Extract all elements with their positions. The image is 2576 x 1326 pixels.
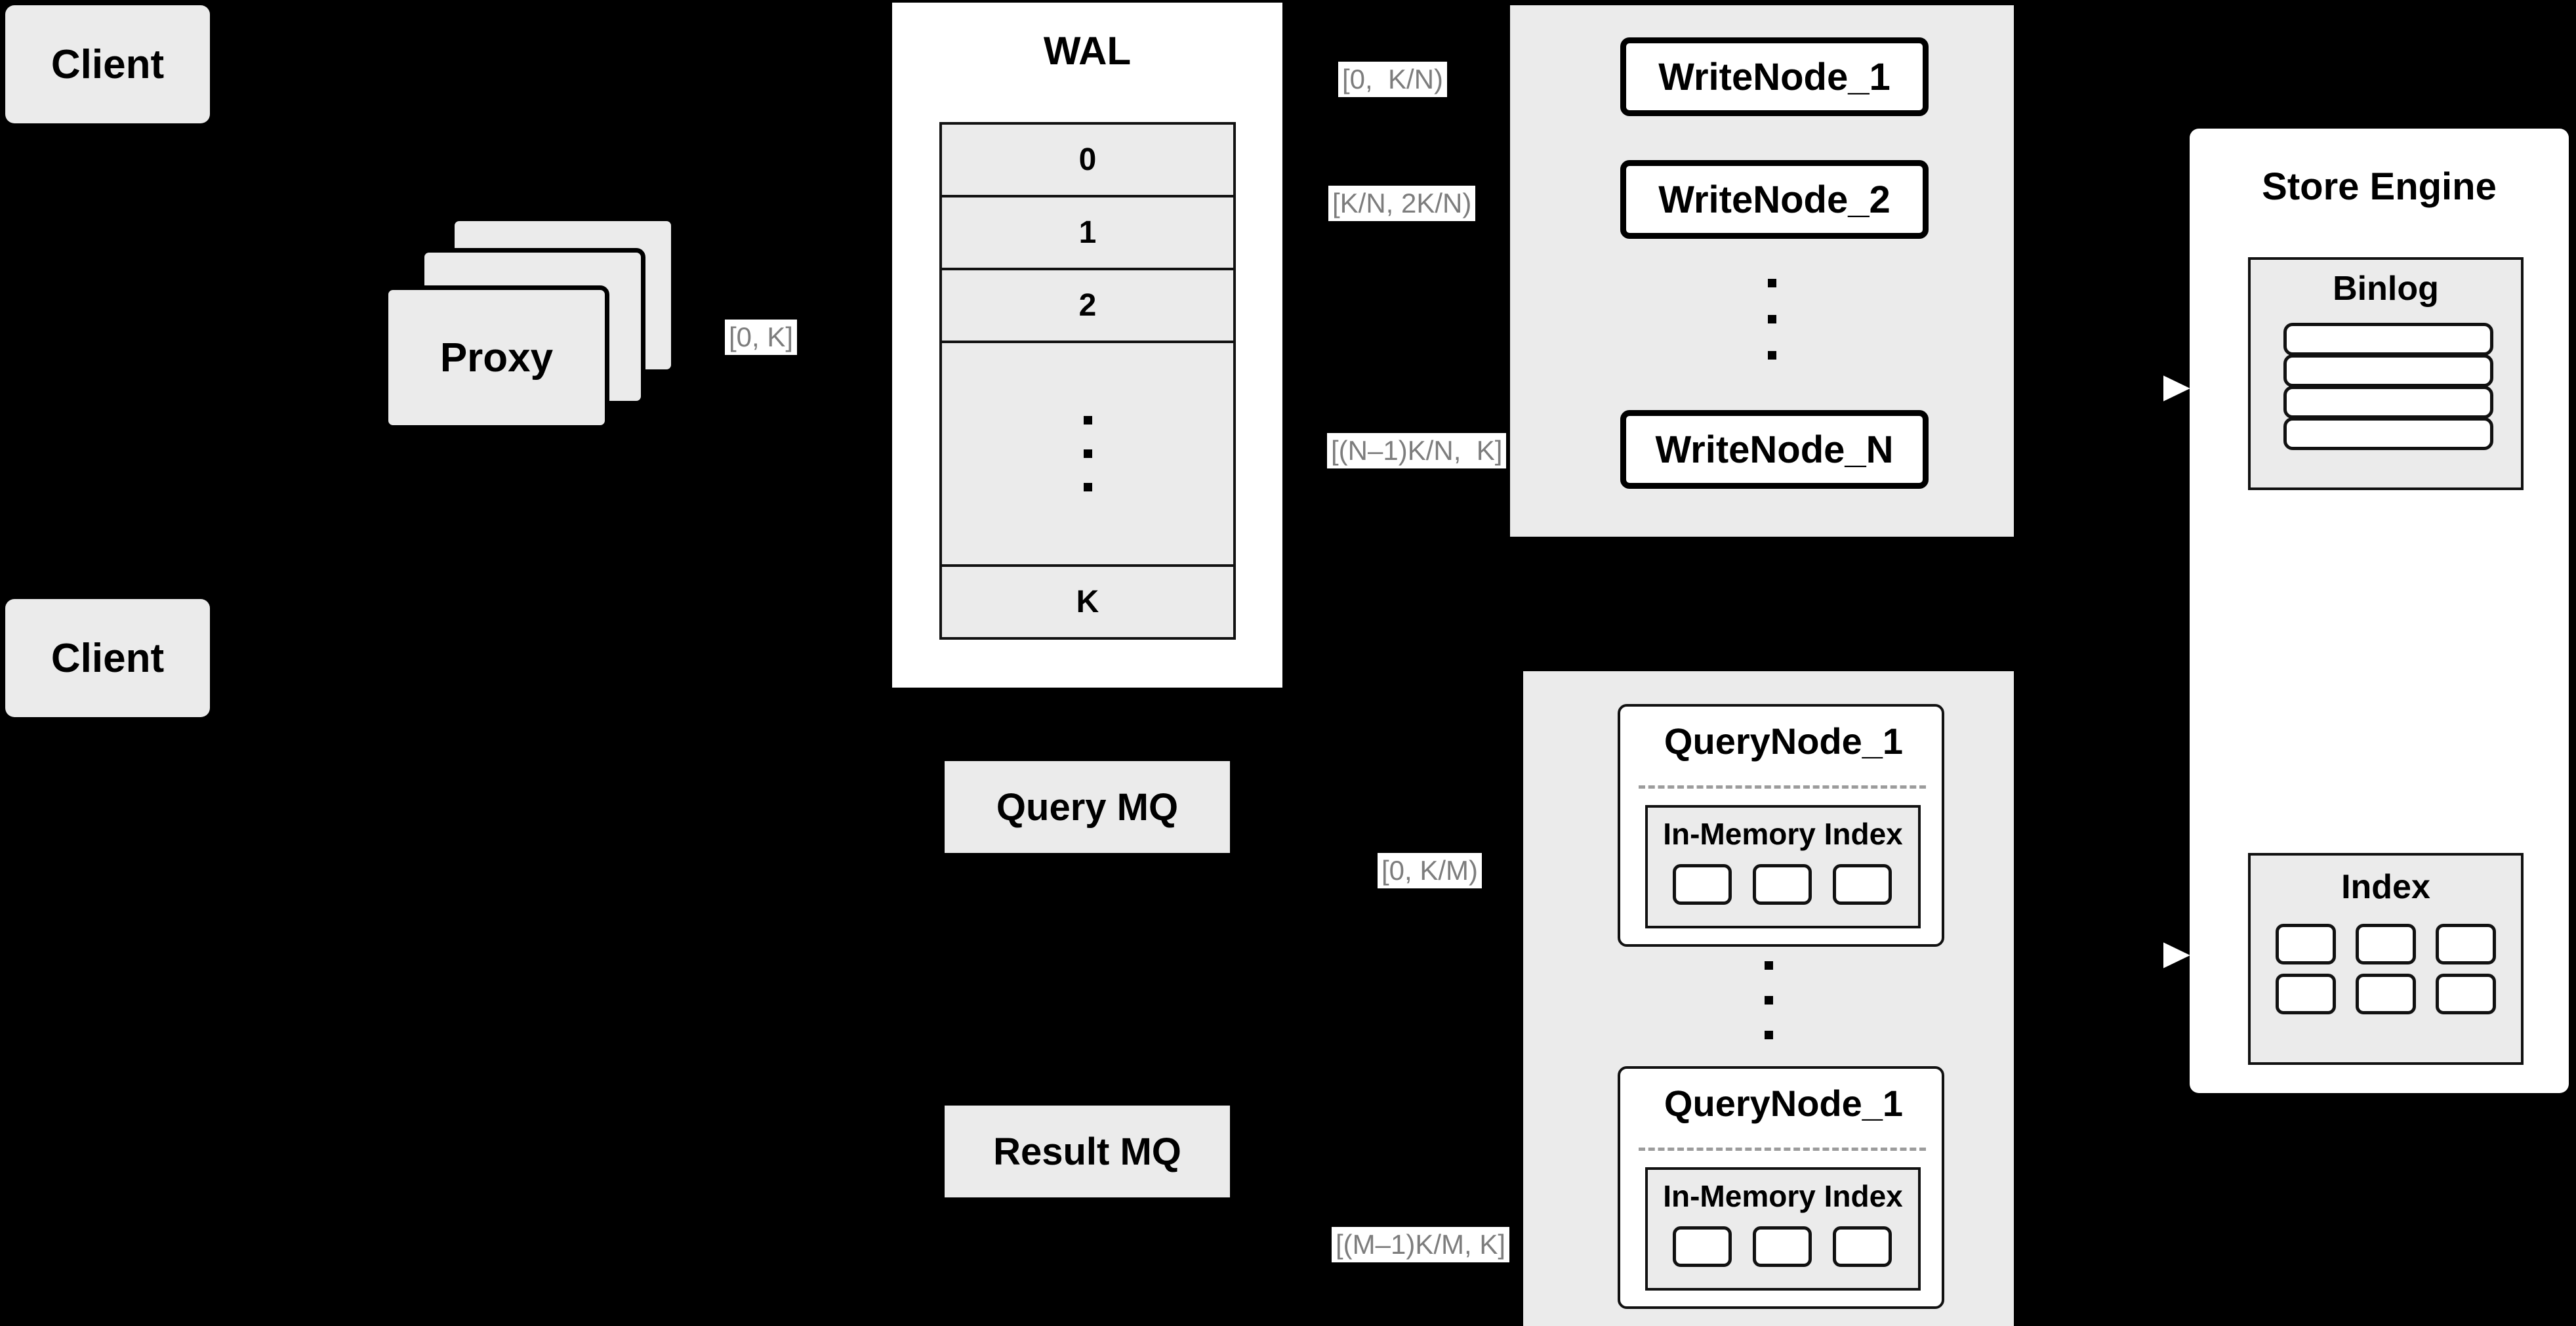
wal-title: WAL [1043, 28, 1132, 73]
write-node-2-label: WriteNode_2 [1658, 178, 1891, 221]
wal-row-ellipsis [939, 341, 1236, 567]
proxy-card-front[interactable]: Proxy [384, 285, 609, 430]
query-node-m[interactable]: QueryNode_1 In-Memory Index [1618, 1066, 1944, 1309]
wal-row-0: 0 [939, 122, 1236, 197]
in-memory-index-m-label: In-Memory Index [1663, 1179, 1903, 1213]
in-memory-index-1: In-Memory Index [1645, 805, 1921, 928]
index-cell-m-2 [1753, 1226, 1812, 1267]
write-node-1[interactable]: WriteNode_1 [1620, 37, 1929, 116]
result-mq-box[interactable]: Result MQ [945, 1106, 1230, 1197]
index-cell-1-2 [1753, 864, 1812, 905]
wal-row-2: 2 [939, 268, 1236, 343]
binlog-row-4 [2283, 417, 2493, 450]
binlog-row-1 [2283, 323, 2493, 356]
query-node-m-label: QueryNode_1 [1664, 1082, 1904, 1124]
in-memory-index-1-label: In-Memory Index [1663, 817, 1903, 851]
result-mq-label: Result MQ [993, 1130, 1181, 1173]
client-box-2[interactable]: Client [5, 599, 210, 717]
index-title: Index [2341, 868, 2430, 906]
write-node-n[interactable]: WriteNode_N [1620, 410, 1929, 489]
wal-row-k: K [939, 564, 1236, 640]
binlog-row-2 [2283, 354, 2493, 387]
index-cell-m-1 [1673, 1226, 1732, 1267]
query-node-1-label: QueryNode_1 [1664, 720, 1904, 762]
query-mq-label: Query MQ [996, 785, 1179, 829]
in-memory-index-m: In-Memory Index [1645, 1167, 1921, 1291]
index-cell-1-3 [1833, 864, 1892, 905]
edge-label-wal-to-writenode-2: [K/N, 2K/N) [1328, 186, 1476, 222]
write-node-2[interactable]: WriteNode_2 [1620, 160, 1929, 239]
wal-row-1: 1 [939, 195, 1236, 270]
edge-label-wal-to-writenode-n: [(N–1)K/N, K] [1327, 433, 1507, 469]
store-index-cell-5 [2356, 974, 2416, 1014]
store-engine-title: Store Engine [2262, 165, 2497, 208]
index-cell-m-3 [1833, 1226, 1892, 1267]
edge-label-wal-to-writenode-1: [0, K/N) [1338, 62, 1448, 98]
write-node-ellipsis-dots [1768, 279, 1776, 360]
store-index-cell-6 [2436, 974, 2496, 1014]
query-node-ellipsis-dots [1765, 961, 1773, 1039]
wal-ellipsis-dots [1083, 416, 1092, 491]
store-index-cell-1 [2276, 924, 2336, 964]
edge-label-mq-to-querynode-1: [0, K/M) [1378, 853, 1482, 889]
store-index-cell-2 [2356, 924, 2416, 964]
binlog-row-3 [2283, 386, 2493, 419]
client-box-1[interactable]: Client [5, 5, 210, 123]
write-node-1-label: WriteNode_1 [1658, 55, 1891, 98]
query-node-1[interactable]: QueryNode_1 In-Memory Index [1618, 704, 1944, 947]
client-label-2: Client [51, 635, 165, 681]
store-index-cell-4 [2276, 974, 2336, 1014]
write-node-n-label: WriteNode_N [1655, 428, 1894, 471]
binlog-box: Binlog [2248, 257, 2524, 490]
proxy-label: Proxy [440, 335, 554, 381]
query-node-1-divider [1639, 785, 1926, 789]
binlog-title: Binlog [2333, 270, 2439, 308]
edge-label-mq-to-querynode-m: [(M–1)K/M, K] [1332, 1227, 1510, 1263]
index-cell-1-1 [1673, 864, 1732, 905]
edge-label-proxy-to-wal: [0, K] [725, 320, 798, 356]
wal-row-list: 0 1 2 K [939, 122, 1236, 640]
store-index-cell-3 [2436, 924, 2496, 964]
query-mq-box[interactable]: Query MQ [945, 761, 1230, 853]
query-node-m-divider [1639, 1148, 1926, 1151]
client-label-1: Client [51, 41, 165, 87]
index-box: Index [2248, 853, 2524, 1065]
